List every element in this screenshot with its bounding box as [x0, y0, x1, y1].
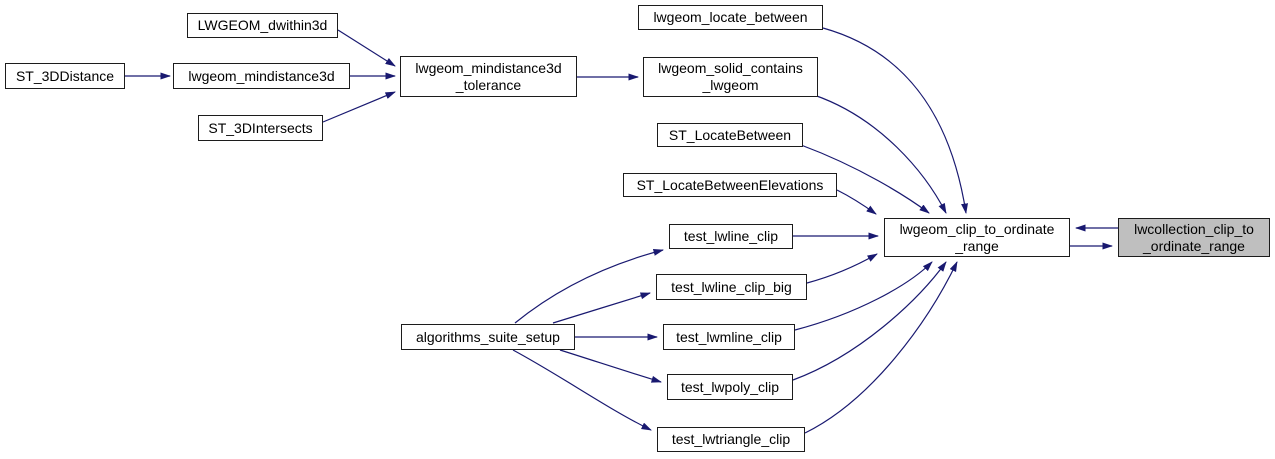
- edge-test-lwmline-clip-to-lwgeom-clip-to-ordinate-range: [794, 261, 933, 331]
- node-label: ST_3DIntersects: [208, 119, 313, 136]
- edge-algorithms-suite-setup-to-test-lwline-clip: [514, 249, 664, 324]
- node-label: _range: [955, 237, 999, 254]
- node-label: test_lwline_clip_big: [671, 278, 792, 295]
- node-label: test_lwtriangle_clip: [671, 431, 791, 447]
- node-st-locatebetweenelevations[interactable]: ST_LocateBetweenElevations: [623, 173, 837, 197]
- edge-solid-contains-lwgeom-to-lwgeom-clip-to-ordinate-range: [813, 94, 947, 214]
- node-st-3dintersects[interactable]: ST_3DIntersects: [198, 115, 323, 141]
- node-solid-contains-lwgeom[interactable]: lwgeom_solid_contains_lwgeom: [643, 57, 818, 97]
- node-lwgeom-mindistance3d[interactable]: lwgeom_mindistance3d: [173, 63, 350, 89]
- node-test-lwtriangle-clip[interactable]: test_lwtriangle_clip: [657, 427, 805, 452]
- node-st-3ddistance[interactable]: ST_3DDistance: [5, 63, 125, 89]
- node-lwcollection-clip-to-ordinate-range: lwcollection_clip_to_ordinate_range: [1118, 218, 1270, 257]
- node-label: lwgeom_mindistance3d: [415, 59, 562, 76]
- edge-algorithms-suite-setup-to-test-lwpoly-clip: [559, 349, 662, 383]
- node-label: test_lwmline_clip: [676, 328, 782, 345]
- edge-test-lwpoly-clip-to-lwgeom-clip-to-ordinate-range: [792, 261, 947, 381]
- node-label: test_lwpoly_clip: [680, 378, 780, 395]
- node-label: ST_LocateBetween: [668, 126, 792, 143]
- edge-lwgeom-locate-between-to-lwgeom-clip-to-ordinate-range: [822, 27, 968, 214]
- node-lwgeom-locate-between[interactable]: lwgeom_locate_between: [638, 5, 823, 30]
- node-label: lwcollection_clip_to: [1134, 220, 1254, 237]
- node-test-lwline-clip-big[interactable]: test_lwline_clip_big: [656, 274, 807, 300]
- node-label: ST_LocateBetweenElevations: [636, 176, 824, 193]
- node-st-locatebetween[interactable]: ST_LocateBetween: [657, 123, 803, 147]
- node-label: _tolerance: [455, 76, 522, 93]
- node-label: ST_3DDistance: [15, 67, 115, 84]
- node-label: algorithms_suite_setup: [416, 328, 560, 345]
- node-label: test_lwline_clip: [683, 228, 779, 244]
- node-test-lwpoly-clip[interactable]: test_lwpoly_clip: [667, 374, 793, 400]
- node-label: lwgeom_solid_contains: [658, 60, 803, 76]
- node-label: _lwgeom: [702, 77, 759, 93]
- edge-algorithms-suite-setup-to-test-lwtriangle-clip: [512, 349, 652, 431]
- node-label: lwgeom_mindistance3d: [188, 67, 335, 84]
- edge-st-locatebetween-to-lwgeom-clip-to-ordinate-range: [800, 144, 930, 214]
- node-mindistance3d-tolerance[interactable]: lwgeom_mindistance3d_tolerance: [400, 56, 577, 97]
- node-label: LWGEOM_dwithin3d: [197, 17, 328, 33]
- node-lwgeom-clip-to-ordinate-range[interactable]: lwgeom_clip_to_ordinate_range: [884, 218, 1070, 257]
- node-test-lwline-clip[interactable]: test_lwline_clip: [669, 224, 793, 249]
- edge-test-lwline-clip-big-to-lwgeom-clip-to-ordinate-range: [806, 253, 878, 284]
- edge-st-locatebetweenelevations-to-lwgeom-clip-to-ordinate-range: [836, 189, 877, 215]
- node-algorithms-suite-setup[interactable]: algorithms_suite_setup: [401, 324, 575, 350]
- node-label: lwgeom_locate_between: [653, 9, 808, 25]
- node-label: lwgeom_clip_to_ordinate: [899, 220, 1055, 237]
- node-label: _ordinate_range: [1143, 237, 1245, 254]
- edge-test-lwtriangle-clip-to-lwgeom-clip-to-ordinate-range: [804, 261, 958, 434]
- edge-st-3dintersects-to-mindistance3d-tolerance: [322, 91, 396, 123]
- node-test-lwmline-clip[interactable]: test_lwmline_clip: [663, 324, 795, 350]
- node-lwgeom-dwithin3d[interactable]: LWGEOM_dwithin3d: [187, 13, 338, 38]
- edge-algorithms-suite-setup-to-test-lwline-clip-big: [552, 292, 651, 324]
- edge-lwgeom-dwithin3d-to-mindistance3d-tolerance: [337, 29, 396, 67]
